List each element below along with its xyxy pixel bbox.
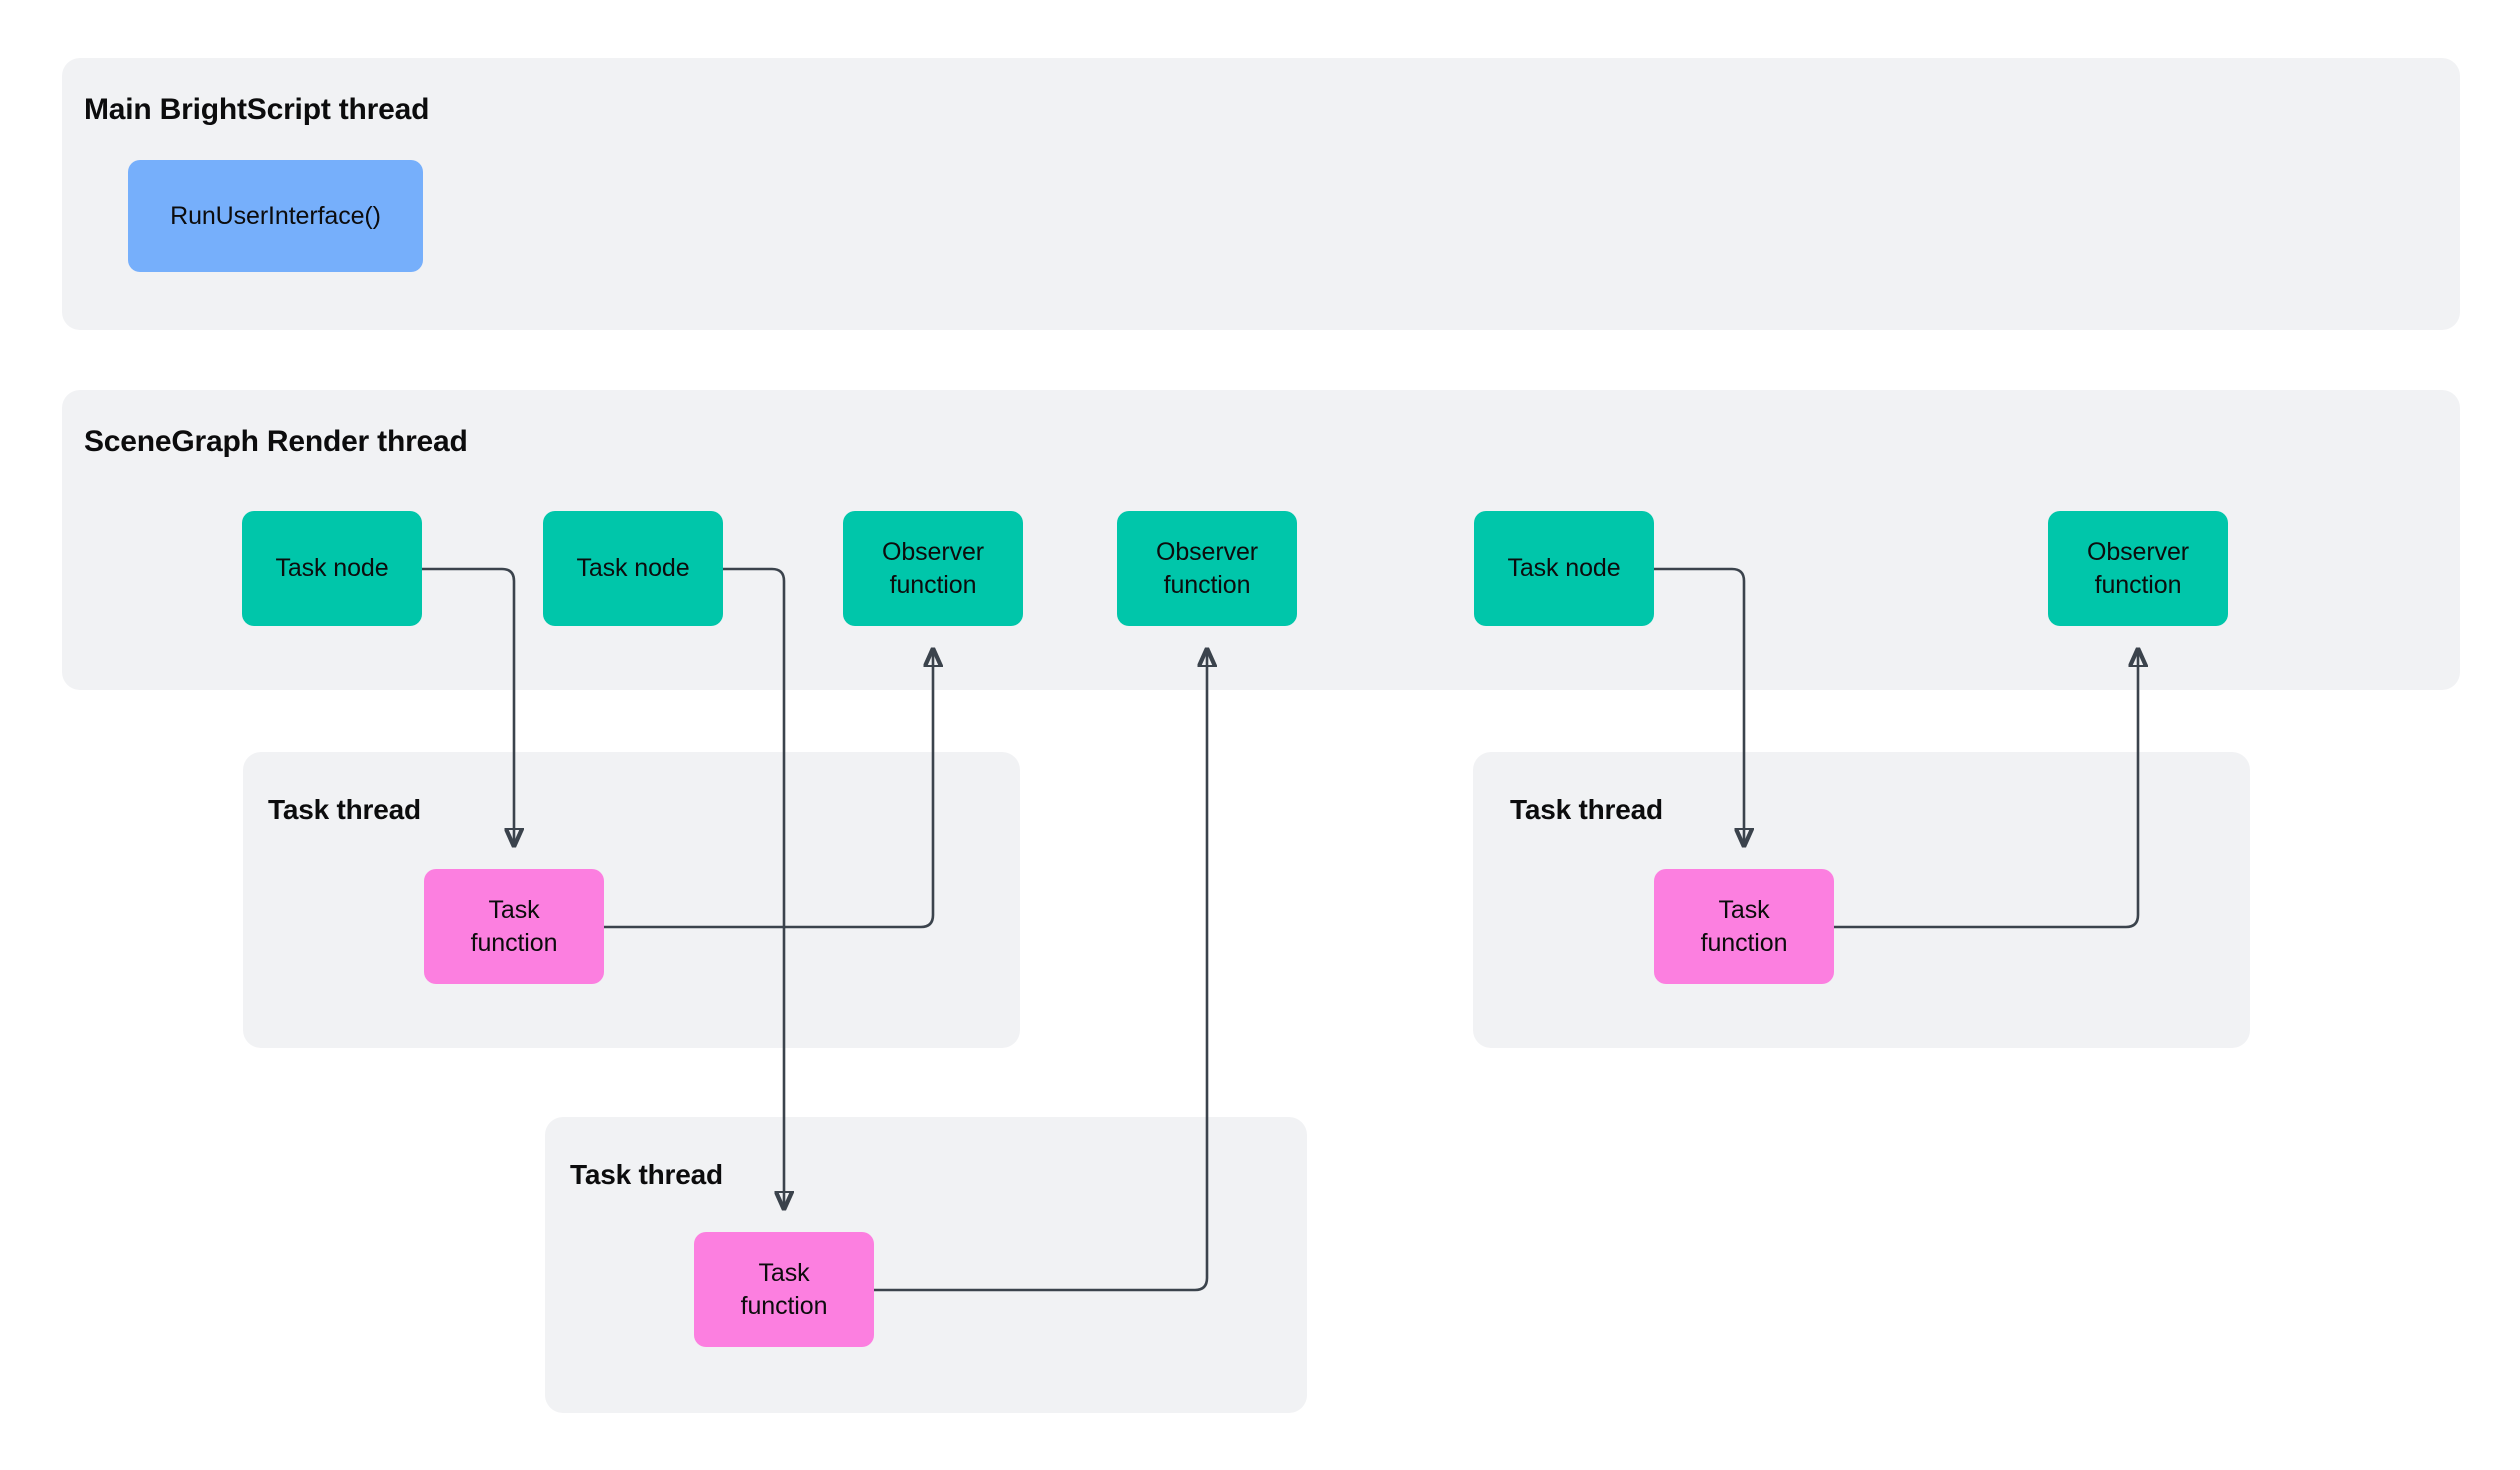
node-label-task-node-1: Task node (275, 554, 389, 582)
node-label-task-node-2: Task node (576, 554, 690, 582)
node-label-task-node-3: Task node (1507, 554, 1621, 582)
panel-title-task-thread-left: Task thread (268, 794, 421, 825)
node-label-run-user-interface: RunUserInterface() (170, 201, 381, 230)
panel-main-brightscript-thread (62, 58, 2460, 330)
panel-title-scenegraph-render-thread: SceneGraph Render thread (84, 425, 468, 458)
panel-title-task-thread-right: Task thread (1510, 794, 1663, 825)
node-run-user-interface[interactable]: RunUserInterface() (128, 160, 423, 272)
node-task-node-1[interactable]: Task node (242, 511, 422, 626)
panel-title-task-thread-bottom: Task thread (570, 1159, 723, 1190)
node-task-node-3[interactable]: Task node (1474, 511, 1654, 626)
panel-title-main-brightscript-thread: Main BrightScript thread (84, 93, 430, 126)
node-task-node-2[interactable]: Task node (543, 511, 723, 626)
